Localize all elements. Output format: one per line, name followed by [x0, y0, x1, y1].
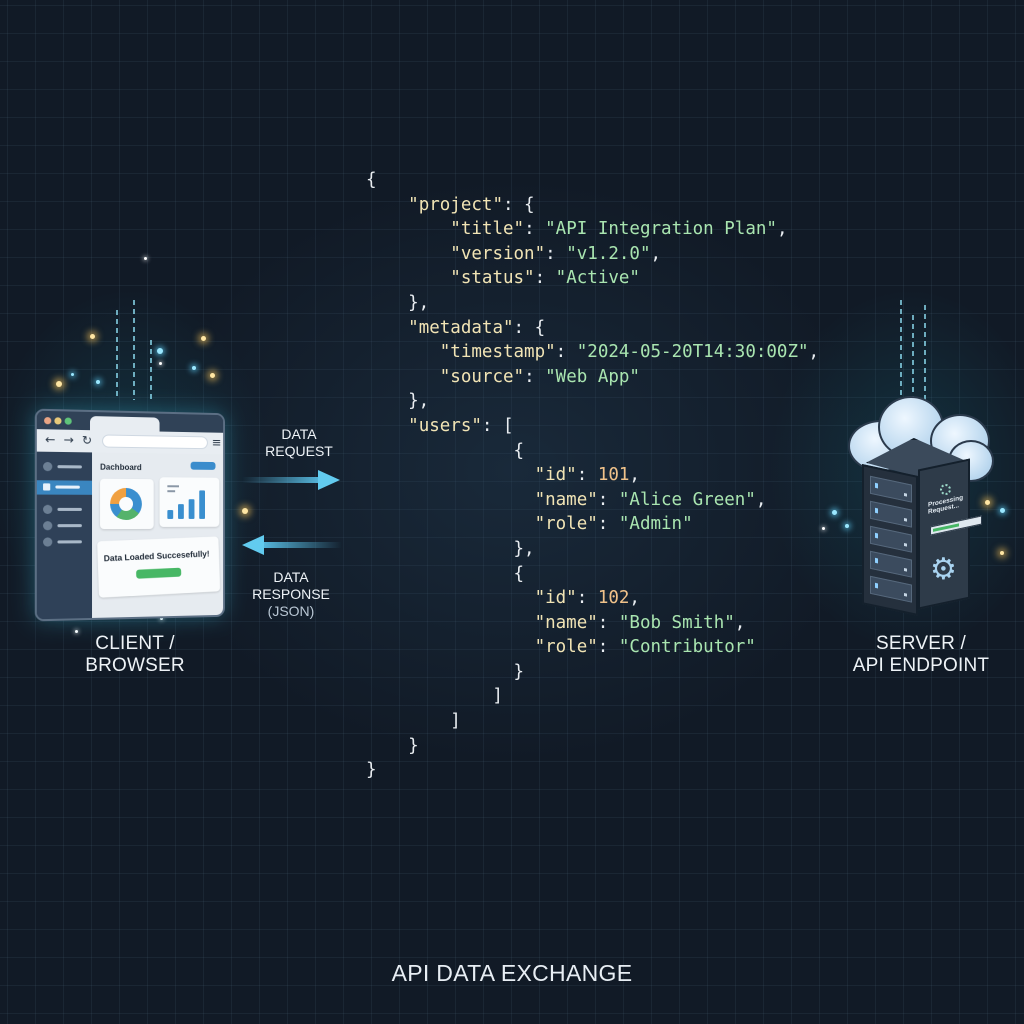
server-label: SERVER / API ENDPOINT	[852, 633, 990, 676]
data-stream	[900, 300, 902, 400]
response-label: DATA RESPONSE (JSON)	[252, 569, 330, 619]
json-line: },	[366, 538, 535, 559]
dashboard-main: Dachboard Data Loaded Succesefully!	[92, 452, 224, 618]
json-line: "metadata": {	[408, 317, 546, 338]
data-stream	[116, 310, 118, 400]
loading-spinner-icon	[940, 484, 951, 495]
json-line: {	[366, 170, 377, 190]
json-line: },	[366, 391, 430, 412]
diagram-title: API DATA EXCHANGE	[391, 960, 633, 986]
bar	[178, 504, 184, 519]
data-stream	[133, 300, 135, 400]
particle	[985, 500, 990, 505]
bar	[188, 499, 195, 519]
rack-unit	[870, 500, 912, 528]
particle	[845, 524, 849, 528]
success-message: Data Loaded Succesefully!	[103, 548, 210, 564]
json-line: }	[366, 661, 525, 682]
json-line: "name": "Bob Smith",	[534, 612, 746, 633]
particle	[192, 366, 196, 370]
json-line: "project": {	[408, 194, 535, 215]
json-line: "name": "Alice Green",	[534, 489, 767, 510]
data-stream	[912, 315, 914, 400]
json-line: "id": 102,	[534, 588, 640, 609]
menu-icon: ≡	[211, 435, 222, 450]
sidebar-item	[43, 461, 88, 473]
json-line: "status": "Active"	[450, 268, 640, 289]
json-line: },	[366, 292, 430, 313]
request-arrow-icon	[242, 470, 342, 490]
json-line: "source": "Web App"	[439, 366, 640, 387]
rack-unit	[870, 475, 912, 503]
json-line: "timestamp": "2024-05-20T14:30:00Z",	[439, 342, 820, 363]
refresh-icon: ↻	[81, 433, 93, 448]
json-line: "version": "v1.2.0",	[450, 243, 662, 264]
particle	[1000, 551, 1004, 555]
particle	[96, 380, 100, 384]
particle	[56, 381, 62, 387]
particle	[159, 362, 162, 365]
particle	[822, 527, 825, 530]
rack-unit	[870, 575, 912, 603]
particle	[242, 508, 248, 514]
json-line: ]	[366, 711, 461, 732]
donut-chart-card	[100, 478, 154, 530]
json-line: {	[366, 563, 525, 584]
request-label: DATA REQUEST	[265, 426, 333, 459]
success-card: Data Loaded Succesefully!	[97, 536, 221, 598]
data-stream	[924, 305, 926, 400]
minimize-dot-icon	[54, 417, 62, 425]
dashboard-sidebar	[36, 451, 93, 620]
particle	[832, 510, 837, 515]
json-line: "title": "API Integration Plan",	[450, 219, 788, 240]
success-button	[136, 567, 182, 579]
particle	[201, 336, 206, 341]
bar	[167, 510, 174, 519]
rack-unit	[870, 550, 912, 578]
client-label: CLIENT / BROWSER	[85, 633, 185, 676]
donut-chart-icon	[110, 487, 142, 521]
dashboard-title: Dachboard	[100, 462, 142, 473]
browser-tab	[89, 416, 160, 432]
maximize-dot-icon	[64, 417, 72, 425]
sidebar-item	[43, 521, 88, 531]
json-line: }	[366, 735, 419, 756]
sidebar-item-home	[36, 480, 93, 495]
particle	[75, 630, 78, 633]
data-stream	[150, 340, 152, 400]
particle	[71, 373, 74, 376]
response-arrow-icon	[242, 535, 342, 555]
back-arrow-icon: ←	[45, 432, 56, 447]
dashboard-action-button	[190, 461, 216, 470]
json-line: }	[366, 760, 377, 781]
forward-arrow-icon: →	[63, 432, 74, 448]
particle	[157, 348, 163, 354]
bar-chart-card	[159, 477, 220, 527]
close-dot-icon	[44, 417, 52, 425]
particle	[210, 373, 215, 378]
particle	[90, 334, 95, 339]
server-rack-front	[862, 464, 918, 616]
json-line: {	[366, 440, 525, 461]
bar	[199, 490, 206, 519]
rack-unit	[870, 525, 912, 553]
json-line: "id": 101,	[534, 465, 640, 486]
sidebar-item-charts	[43, 504, 88, 515]
json-line: ]	[366, 686, 503, 707]
json-line: "users": [	[408, 415, 514, 436]
json-line: "role": "Contributor"	[534, 637, 756, 658]
sidebar-item	[43, 537, 88, 547]
browser-navbar: ← → ↻ ≡	[36, 429, 224, 455]
client-browser-window: ← → ↻ ≡ Dachboard Data Loaded Succeseful…	[34, 408, 225, 622]
particle	[144, 257, 147, 260]
json-line: "role": "Admin"	[534, 514, 693, 535]
particle	[1000, 508, 1005, 513]
gear-icon: ⚙	[930, 552, 957, 587]
address-bar	[102, 434, 208, 450]
json-payload: { "project": { "title": "API Integration…	[366, 168, 819, 783]
particle	[160, 617, 163, 620]
